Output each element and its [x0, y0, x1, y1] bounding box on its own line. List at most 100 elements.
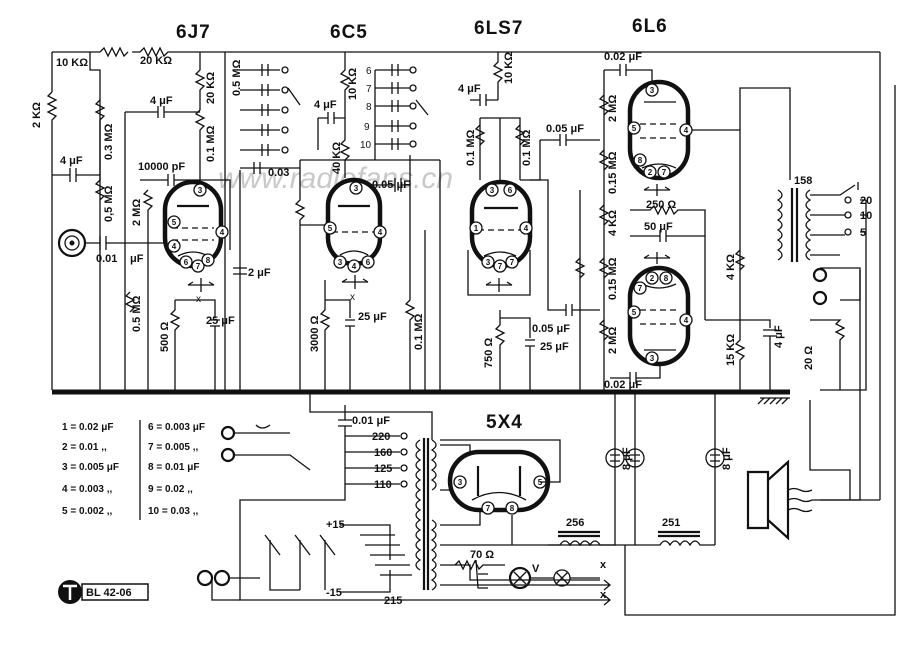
label-r-03m: 0.3 MΩ — [103, 123, 115, 160]
label-v-220: 220 — [372, 431, 390, 443]
svg-text:8: 8 — [510, 504, 515, 513]
label-c-001-b: 0.01 μF — [352, 415, 390, 427]
svg-text:3: 3 — [490, 186, 495, 195]
power-section: 3 5 7 8 — [196, 390, 725, 606]
label-r-10k: 10 KΩ — [56, 57, 88, 69]
legend-item: 10 = 0.03 ,, — [148, 506, 199, 517]
svg-text:4: 4 — [172, 242, 177, 251]
tube-title-5x4: 5X4 — [486, 412, 523, 433]
label-c-005b: 0.05 μF — [546, 123, 584, 135]
label-r-250: 250 Ω — [646, 199, 676, 211]
label-r-4k-a: 4 KΩ — [607, 210, 619, 236]
legend-item: 3 = 0.005 μF — [62, 462, 119, 473]
label-c-4uf-d: 4 μF — [458, 83, 481, 95]
tube-6ls7: 3 6 1 4 3 7 7 — [469, 179, 533, 292]
stage-6ls7-passives — [424, 52, 600, 390]
label-r-2m-b: 2 MΩ — [607, 95, 619, 122]
tube-title-6ls7: 6LS7 — [474, 18, 523, 39]
svg-text:4: 4 — [684, 126, 689, 135]
top-wiring — [46, 46, 881, 501]
svg-text:3: 3 — [354, 184, 359, 193]
label-r-05m-a: 0,5 MΩ — [103, 185, 115, 222]
label-t-215: 215 — [384, 595, 402, 607]
stage-6c5-passives — [294, 52, 440, 390]
svg-text:10: 10 — [360, 140, 372, 151]
label-c-25uf-b: 25 μF — [358, 311, 387, 323]
label-r-015m-b: 0.15 MΩ — [607, 257, 619, 300]
label-r-750: 750 Ω — [483, 338, 495, 368]
svg-text:6: 6 — [366, 258, 371, 267]
svg-text:6: 6 — [184, 258, 189, 267]
label-r-10k-d: 10 KΩ — [503, 52, 515, 84]
label-tap-5: 5 — [860, 227, 866, 239]
label-c-2uf: 2 μF — [248, 267, 271, 279]
label-x-a: x — [600, 559, 607, 571]
label-r-3000: 3000 Ω — [309, 315, 321, 352]
svg-text:8: 8 — [206, 256, 211, 265]
svg-text:6: 6 — [366, 66, 372, 77]
right-wiring — [624, 85, 896, 616]
label-c-002-bot: 0.02 μF — [604, 379, 642, 391]
label-c-001: 0.01 — [96, 253, 117, 265]
svg-text:x: x — [196, 294, 201, 305]
svg-text:5: 5 — [632, 124, 637, 133]
label-t-158: 158 — [794, 175, 812, 187]
svg-text:1: 1 — [474, 224, 479, 233]
label-r-05m-c: 0.5 MΩ — [231, 59, 243, 96]
label-minus15: -15 — [326, 587, 342, 599]
label-r-10k-c: 10 KΩ — [347, 68, 359, 100]
svg-text:3: 3 — [458, 478, 463, 487]
label-r-01m-c: 0.1 MΩ — [465, 129, 477, 166]
label-r-70: 70 Ω — [470, 549, 494, 561]
label-v-160: 160 — [374, 447, 392, 459]
svg-text:5: 5 — [632, 308, 637, 317]
svg-text:3: 3 — [486, 258, 491, 267]
svg-text:3: 3 — [650, 86, 655, 95]
legend-item: 2 = 0.01 ,, — [62, 442, 107, 453]
label-r-4k-b: 4 KΩ — [725, 254, 737, 280]
tube-6l6-upper: 3 5 4 8 2 7 — [627, 79, 693, 196]
svg-text:5: 5 — [328, 224, 333, 233]
label-c-25uf-c: 25 μF — [540, 341, 569, 353]
label-r-2m-a: 2 MΩ — [131, 199, 143, 226]
legend-item: 9 = 0.02 ,, — [148, 484, 193, 495]
svg-text:4: 4 — [684, 316, 689, 325]
svg-text:3: 3 — [198, 186, 203, 195]
input-jack — [57, 228, 175, 258]
label-c-4uf-e: 4 μF — [773, 325, 785, 348]
tube-6j7: 3 5 4 4 6 7 8 x — [162, 179, 229, 305]
svg-text:9: 9 — [364, 122, 370, 133]
label-c-25uf-a: 25 μF — [206, 315, 235, 327]
label-x-b: x — [600, 589, 607, 601]
band-switch-left — [240, 64, 301, 174]
label-choke-251: 251 — [662, 517, 680, 529]
label-c-10000pf: 10000 pF — [138, 161, 185, 173]
stage-6l6-passives — [574, 64, 791, 390]
label-c-4uf-c: 4 μF — [314, 99, 337, 111]
svg-text:7: 7 — [510, 258, 515, 267]
band-switch-right: 6 7 8 9 10 — [360, 64, 429, 160]
label-r-40k: 40 KΩ — [331, 142, 343, 174]
legend-item: 5 = 0.002 ,, — [62, 506, 113, 517]
label-c-002-top: 0.02 μF — [604, 51, 642, 63]
tube-title-6c5: 6C5 — [330, 22, 368, 43]
label-r-15k: 15 KΩ — [725, 334, 737, 366]
label-c-005: 0.05 μF — [372, 179, 410, 191]
svg-text:3: 3 — [650, 354, 655, 363]
label-c-003: 0.03 — [268, 167, 289, 179]
svg-text:2: 2 — [648, 168, 653, 177]
label-r-01m-b: 0.1 MΩ — [413, 313, 425, 350]
svg-text:8: 8 — [366, 102, 372, 113]
label-r-20: 20 Ω — [803, 346, 815, 370]
speaker-icon — [746, 270, 861, 541]
svg-text:7: 7 — [486, 504, 491, 513]
label-c-4uf-b: 4 μF — [150, 95, 173, 107]
label-r-500: 500 Ω — [159, 322, 171, 352]
output-transformer — [776, 182, 867, 391]
label-r-015m-a: 0.15 MΩ — [607, 151, 619, 194]
svg-text:3: 3 — [338, 258, 343, 267]
svg-text:7: 7 — [638, 284, 643, 293]
svg-text:4: 4 — [524, 224, 529, 233]
component-labels: 10 KΩ 20 KΩ 2 KΩ 4 μF 0.3 MΩ 0,5 MΩ 4 μF… — [31, 51, 872, 607]
